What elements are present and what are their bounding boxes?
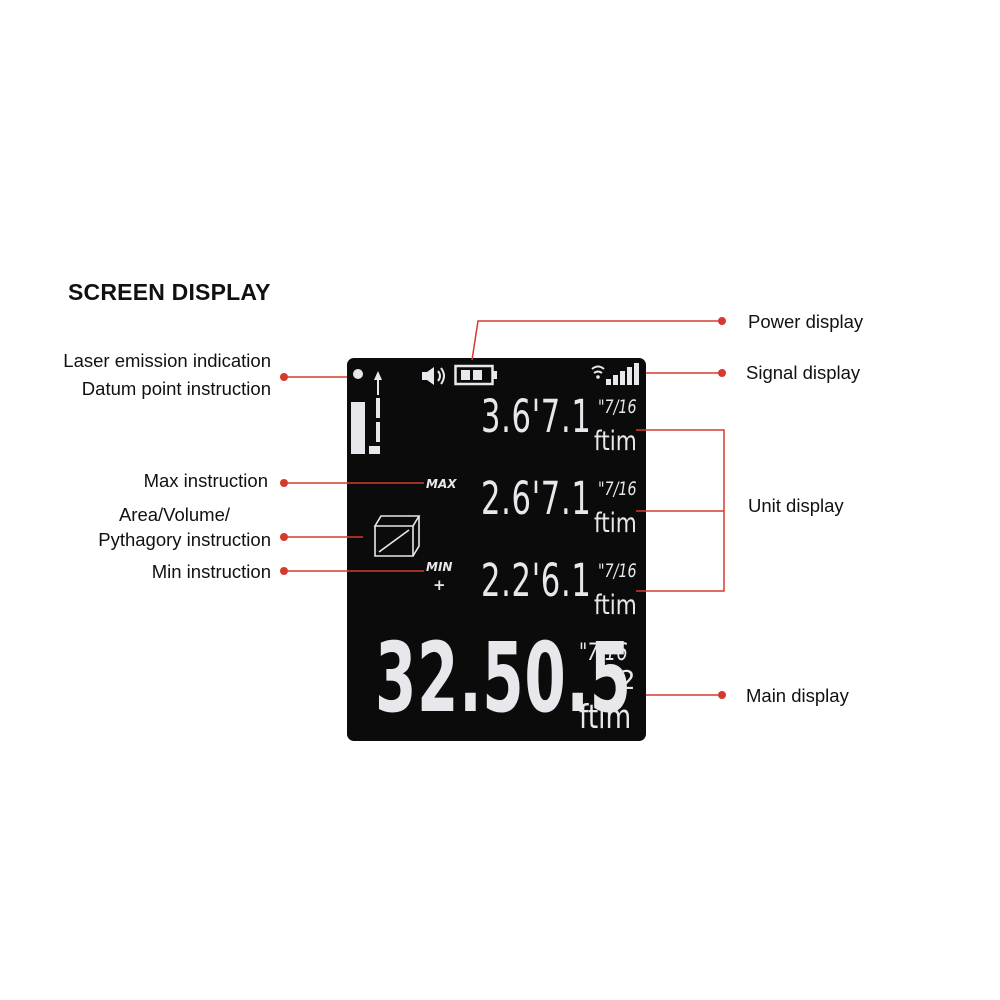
signal-callout-dot: [718, 369, 726, 377]
main-reading-value: 32.50.5: [375, 622, 632, 734]
power-callout-line: [471, 320, 722, 361]
signal-icon: [591, 363, 639, 385]
reading-3-fraction: "7/16: [598, 560, 637, 582]
reading-2-value: 2.6'7.1: [481, 472, 592, 525]
signal-display-label: Signal display: [746, 362, 861, 383]
speaker-icon: [422, 367, 445, 385]
reading-1-value: 3.6'7.1: [481, 390, 592, 443]
plus-tag: +: [433, 576, 446, 594]
battery-icon: [454, 364, 497, 386]
laser-emission-label: Laser emission indication: [63, 350, 271, 371]
min-tag: MIN: [426, 560, 453, 574]
lcd-screen: MAX MIN + 3.6'7.1 "7/16 ftim 2.6'7.1 "7/…: [347, 358, 646, 741]
min-callout-dot: [280, 567, 288, 575]
laser-indicator-icon: [353, 369, 382, 395]
cube-icon: [373, 515, 421, 557]
reading-1-fraction: "7/16: [598, 396, 637, 418]
max-callout-dot: [280, 479, 288, 487]
reading-3-unit: ftim: [594, 590, 637, 621]
reading-1-unit: ftim: [594, 426, 637, 457]
main-reading-unit: ftim: [579, 697, 632, 736]
area-volume-label-line1: Area/Volume/: [118, 504, 231, 525]
datum-bars-icon: [351, 398, 380, 454]
main-reading-fraction: "7/16: [579, 638, 628, 666]
pythagory-label-line2: Pythagory instruction: [98, 529, 271, 550]
power-callout-dot: [718, 317, 726, 325]
unit-display-label: Unit display: [748, 495, 844, 516]
max-instruction-label: Max instruction: [143, 470, 268, 491]
laser-callout-dot: [280, 373, 288, 381]
max-tag: MAX: [426, 477, 457, 491]
reading-3-value: 2.2'6.1: [481, 554, 592, 607]
min-instruction-label: Min instruction: [151, 561, 271, 582]
reading-2-fraction: "7/16: [598, 478, 637, 500]
page-title: SCREEN DISPLAY: [68, 279, 271, 305]
reading-2-unit: ftim: [594, 508, 637, 539]
power-display-label: Power display: [748, 311, 864, 332]
main-reading-superscript: 2: [619, 666, 636, 696]
main-display-label: Main display: [746, 685, 849, 706]
main-callout-dot: [718, 691, 726, 699]
area-callout-dot: [280, 533, 288, 541]
datum-point-label: Datum point instruction: [81, 378, 271, 399]
